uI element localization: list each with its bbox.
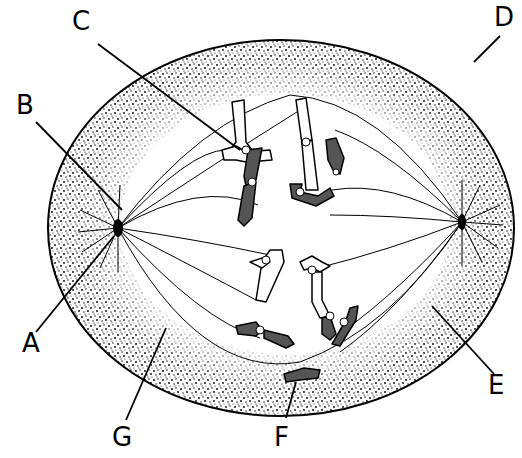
centriole xyxy=(458,214,466,230)
centromere xyxy=(242,138,348,334)
centriole xyxy=(113,219,123,237)
callout-letter: F xyxy=(274,424,289,450)
callout-letter: E xyxy=(488,372,504,398)
spindle-fiber xyxy=(118,95,462,364)
callout-letter: D xyxy=(494,4,514,30)
callout-letter: C xyxy=(72,8,90,34)
cytoplasm xyxy=(78,61,488,391)
cell-membrane xyxy=(48,40,514,416)
cytoplasm-clear xyxy=(120,94,450,354)
aster xyxy=(78,180,503,272)
callout-letter: B xyxy=(16,92,34,118)
chromosome-dark xyxy=(236,138,358,382)
callout-letter: A xyxy=(22,330,40,356)
callout-letter: G xyxy=(112,424,132,450)
chromosome-light xyxy=(222,98,330,318)
leader-line xyxy=(36,36,500,420)
